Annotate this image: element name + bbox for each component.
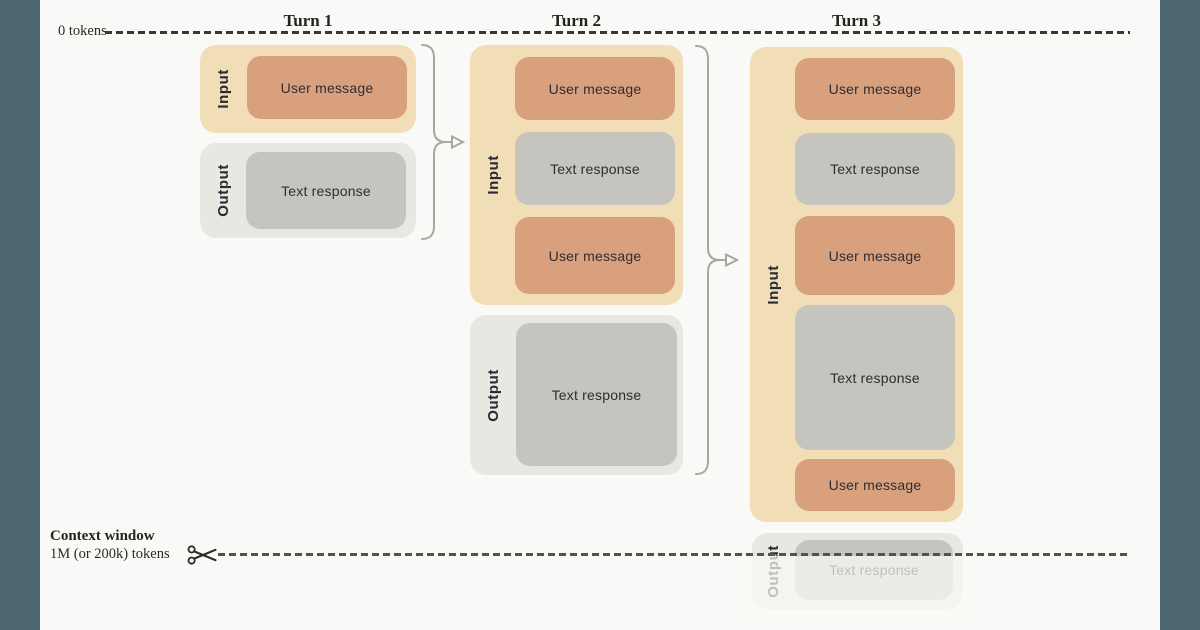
turn-2-title: Turn 2 <box>552 11 601 30</box>
turn-1-output-container: Output Text response <box>200 143 416 238</box>
zero-tokens-label: 0 tokens <box>58 23 107 39</box>
turn-1-input-container: Input User message <box>200 45 416 133</box>
turn-3-title: Turn 3 <box>832 11 881 30</box>
text-response-box: Text response <box>795 133 955 205</box>
zero-tokens-dashed-line <box>105 31 1130 34</box>
user-message-box: User message <box>247 56 407 119</box>
left-edge-bar <box>0 0 40 630</box>
turn-3-input-container: Input User message Text response User me… <box>750 47 963 522</box>
turn-2-input-container: Input User message Text response User me… <box>470 45 683 305</box>
context-window-dashed-line <box>218 553 1130 556</box>
context-window-subtitle: 1M (or 200k) tokens <box>50 546 170 562</box>
user-message-box: User message <box>515 57 675 120</box>
user-message-box: User message <box>795 459 955 511</box>
scissors-icon <box>187 545 217 565</box>
arrow-turn2-to-turn3 <box>695 45 726 261</box>
text-response-box: Text response <box>795 305 955 450</box>
context-cutoff-fade-overlay <box>744 556 976 622</box>
user-message-box: User message <box>795 216 955 295</box>
right-edge-bar <box>1160 0 1200 630</box>
turn-1-title: Turn 1 <box>283 11 333 30</box>
context-window-title: Context window <box>50 528 155 544</box>
text-response-box: Text response <box>246 152 406 229</box>
user-message-box: User message <box>795 58 955 120</box>
user-message-box: User message <box>515 217 675 294</box>
text-response-box: Text response <box>516 323 677 466</box>
arrow-turn1-to-turn2 <box>421 44 452 143</box>
turn-2-output-container: Output Text response <box>470 315 683 475</box>
text-response-box: Text response <box>515 132 675 205</box>
